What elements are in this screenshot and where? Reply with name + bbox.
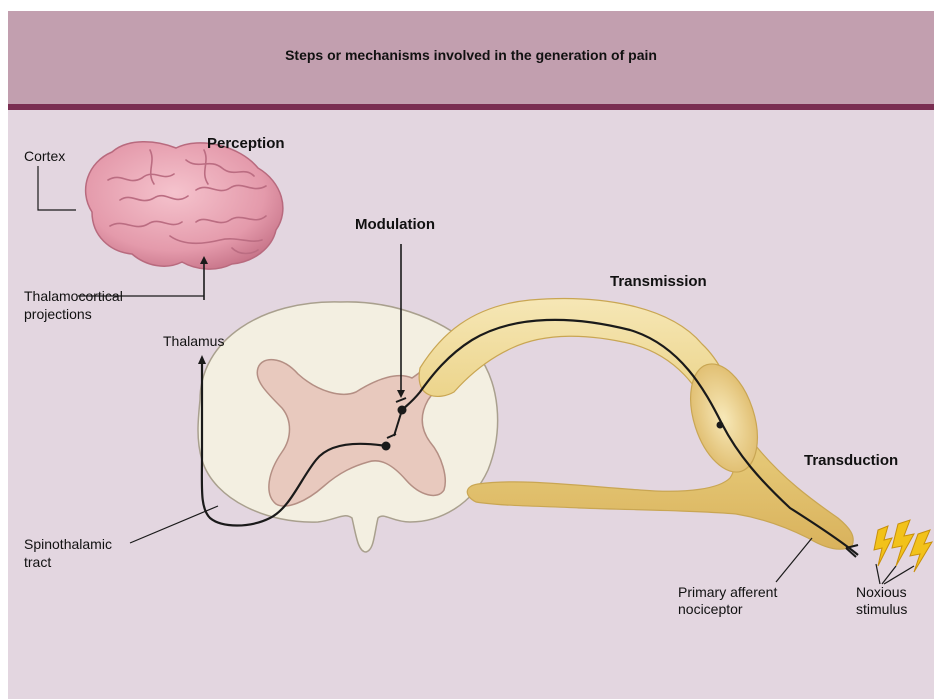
label-thalamus: Thalamus [163,333,224,349]
label-nociceptor-1: Primary afferent [678,584,777,600]
label-transduction: Transduction [804,452,898,469]
label-nociceptor-2: nociceptor [678,601,743,617]
label-spinothalamic-1: Spinothalamic [24,536,112,552]
label-spinothalamic-2: tract [24,554,51,570]
label-modulation: Modulation [355,216,435,233]
label-perception: Perception [207,135,285,152]
lightning-icon [874,520,932,572]
label-transmission: Transmission [610,273,707,290]
brain-illustration [86,142,283,269]
label-stimulus-1: Noxious [856,584,907,600]
label-thalamocortical-1: Thalamocortical [24,288,123,304]
label-cortex: Cortex [24,148,65,164]
label-thalamocortical-2: projections [24,306,92,322]
label-stimulus-2: stimulus [856,601,907,617]
